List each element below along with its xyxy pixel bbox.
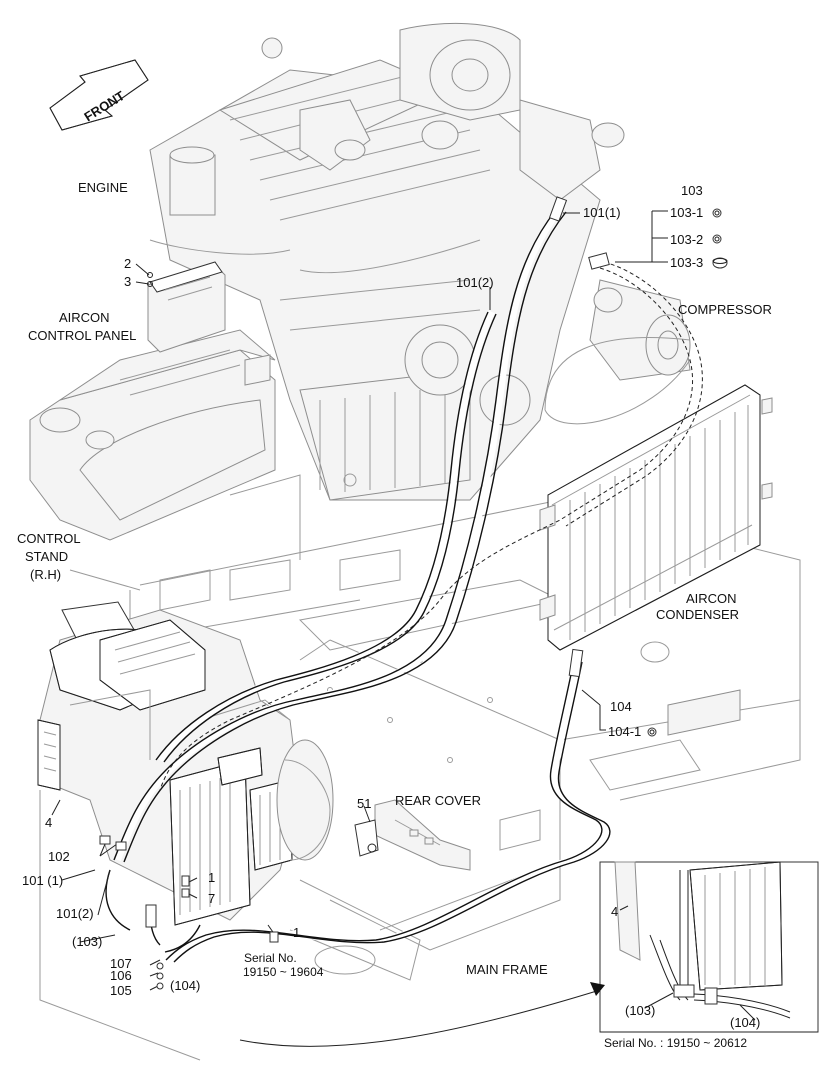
callout-101-2-left: 101(2) xyxy=(56,906,94,921)
callout-103-2: 103-2 xyxy=(670,232,703,247)
inset-pointer-arrow xyxy=(239,989,601,1047)
callout-101-2: 101(2) xyxy=(456,275,494,290)
inset-pointer-arrowhead xyxy=(590,982,605,996)
callout-103-inset: (103) xyxy=(625,1003,655,1018)
callout-104-1: 104-1 xyxy=(608,724,641,739)
main-frame-drawing xyxy=(39,474,801,1061)
label-aircon-control-panel-2: CONTROL PANEL xyxy=(28,328,136,343)
callout-101-1: 101(1) xyxy=(583,205,621,220)
label-control-stand-2: STAND xyxy=(25,549,68,564)
callout-106: 106 xyxy=(110,968,132,983)
label-aircon-condenser-2: CONDENSER xyxy=(656,607,739,622)
callout-numbers: 2 3 101(1) 101(2) 103 103-1 103-2 103-3 … xyxy=(22,183,760,1030)
serial-inset: Serial No. : 19150 ~ 20612 xyxy=(604,1036,747,1050)
label-control-stand-1: CONTROL xyxy=(17,531,81,546)
hardware-parts xyxy=(99,208,728,990)
callout-104-inset: (104) xyxy=(730,1015,760,1030)
callout-103-left: (103) xyxy=(72,934,102,949)
callout-105: 105 xyxy=(110,983,132,998)
label-compressor: COMPRESSOR xyxy=(678,302,772,317)
aircon-condenser-drawing xyxy=(539,384,773,651)
rear-cover-drawing xyxy=(354,799,471,871)
callout-103-3: 103-3 xyxy=(670,255,703,270)
callout-2: 2 xyxy=(124,256,131,271)
callout-104: 104 xyxy=(610,699,632,714)
control-stand-drawing xyxy=(29,329,276,541)
engine-drawing xyxy=(149,22,625,501)
callout-4: 4 xyxy=(45,815,52,830)
callout-1-b: 1 xyxy=(293,925,300,940)
label-aircon-condenser-1: AIRCON xyxy=(686,591,737,606)
label-control-stand-3: (R.H) xyxy=(30,567,61,582)
label-aircon-control-panel-1: AIRCON xyxy=(59,310,110,325)
callout-103-1: 103-1 xyxy=(670,205,703,220)
serial-notes: Serial No. 19150 ~ 19604 Serial No. : 19… xyxy=(243,951,747,1050)
front-direction-arrow: FRONT xyxy=(49,59,149,131)
callout-101-1-left: 101 (1) xyxy=(22,873,63,888)
label-main-frame: MAIN FRAME xyxy=(466,962,548,977)
callout-4-inset: 4 xyxy=(611,904,618,919)
inset-detail xyxy=(599,861,819,1033)
label-rear-cover: REAR COVER xyxy=(395,793,481,808)
refrigerant-hoses xyxy=(105,196,703,963)
aircon-control-panel-drawing xyxy=(147,261,226,353)
callout-103: 103 xyxy=(681,183,703,198)
callout-1-a: 1 xyxy=(208,870,215,885)
callout-102: 102 xyxy=(48,849,70,864)
callout-7: 7 xyxy=(208,891,215,906)
serial-main-line2: 19150 ~ 19604 xyxy=(243,965,324,979)
component-labels: ENGINE AIRCON CONTROL PANEL CONTROL STAN… xyxy=(17,180,772,977)
callout-107: 107 xyxy=(110,956,132,971)
callout-104-left: (104) xyxy=(170,978,200,993)
compressor-drawing xyxy=(544,279,691,425)
serial-main-line1: Serial No. xyxy=(244,951,297,965)
callout-3: 3 xyxy=(124,274,131,289)
label-engine: ENGINE xyxy=(78,180,128,195)
callout-51: 51 xyxy=(357,796,371,811)
